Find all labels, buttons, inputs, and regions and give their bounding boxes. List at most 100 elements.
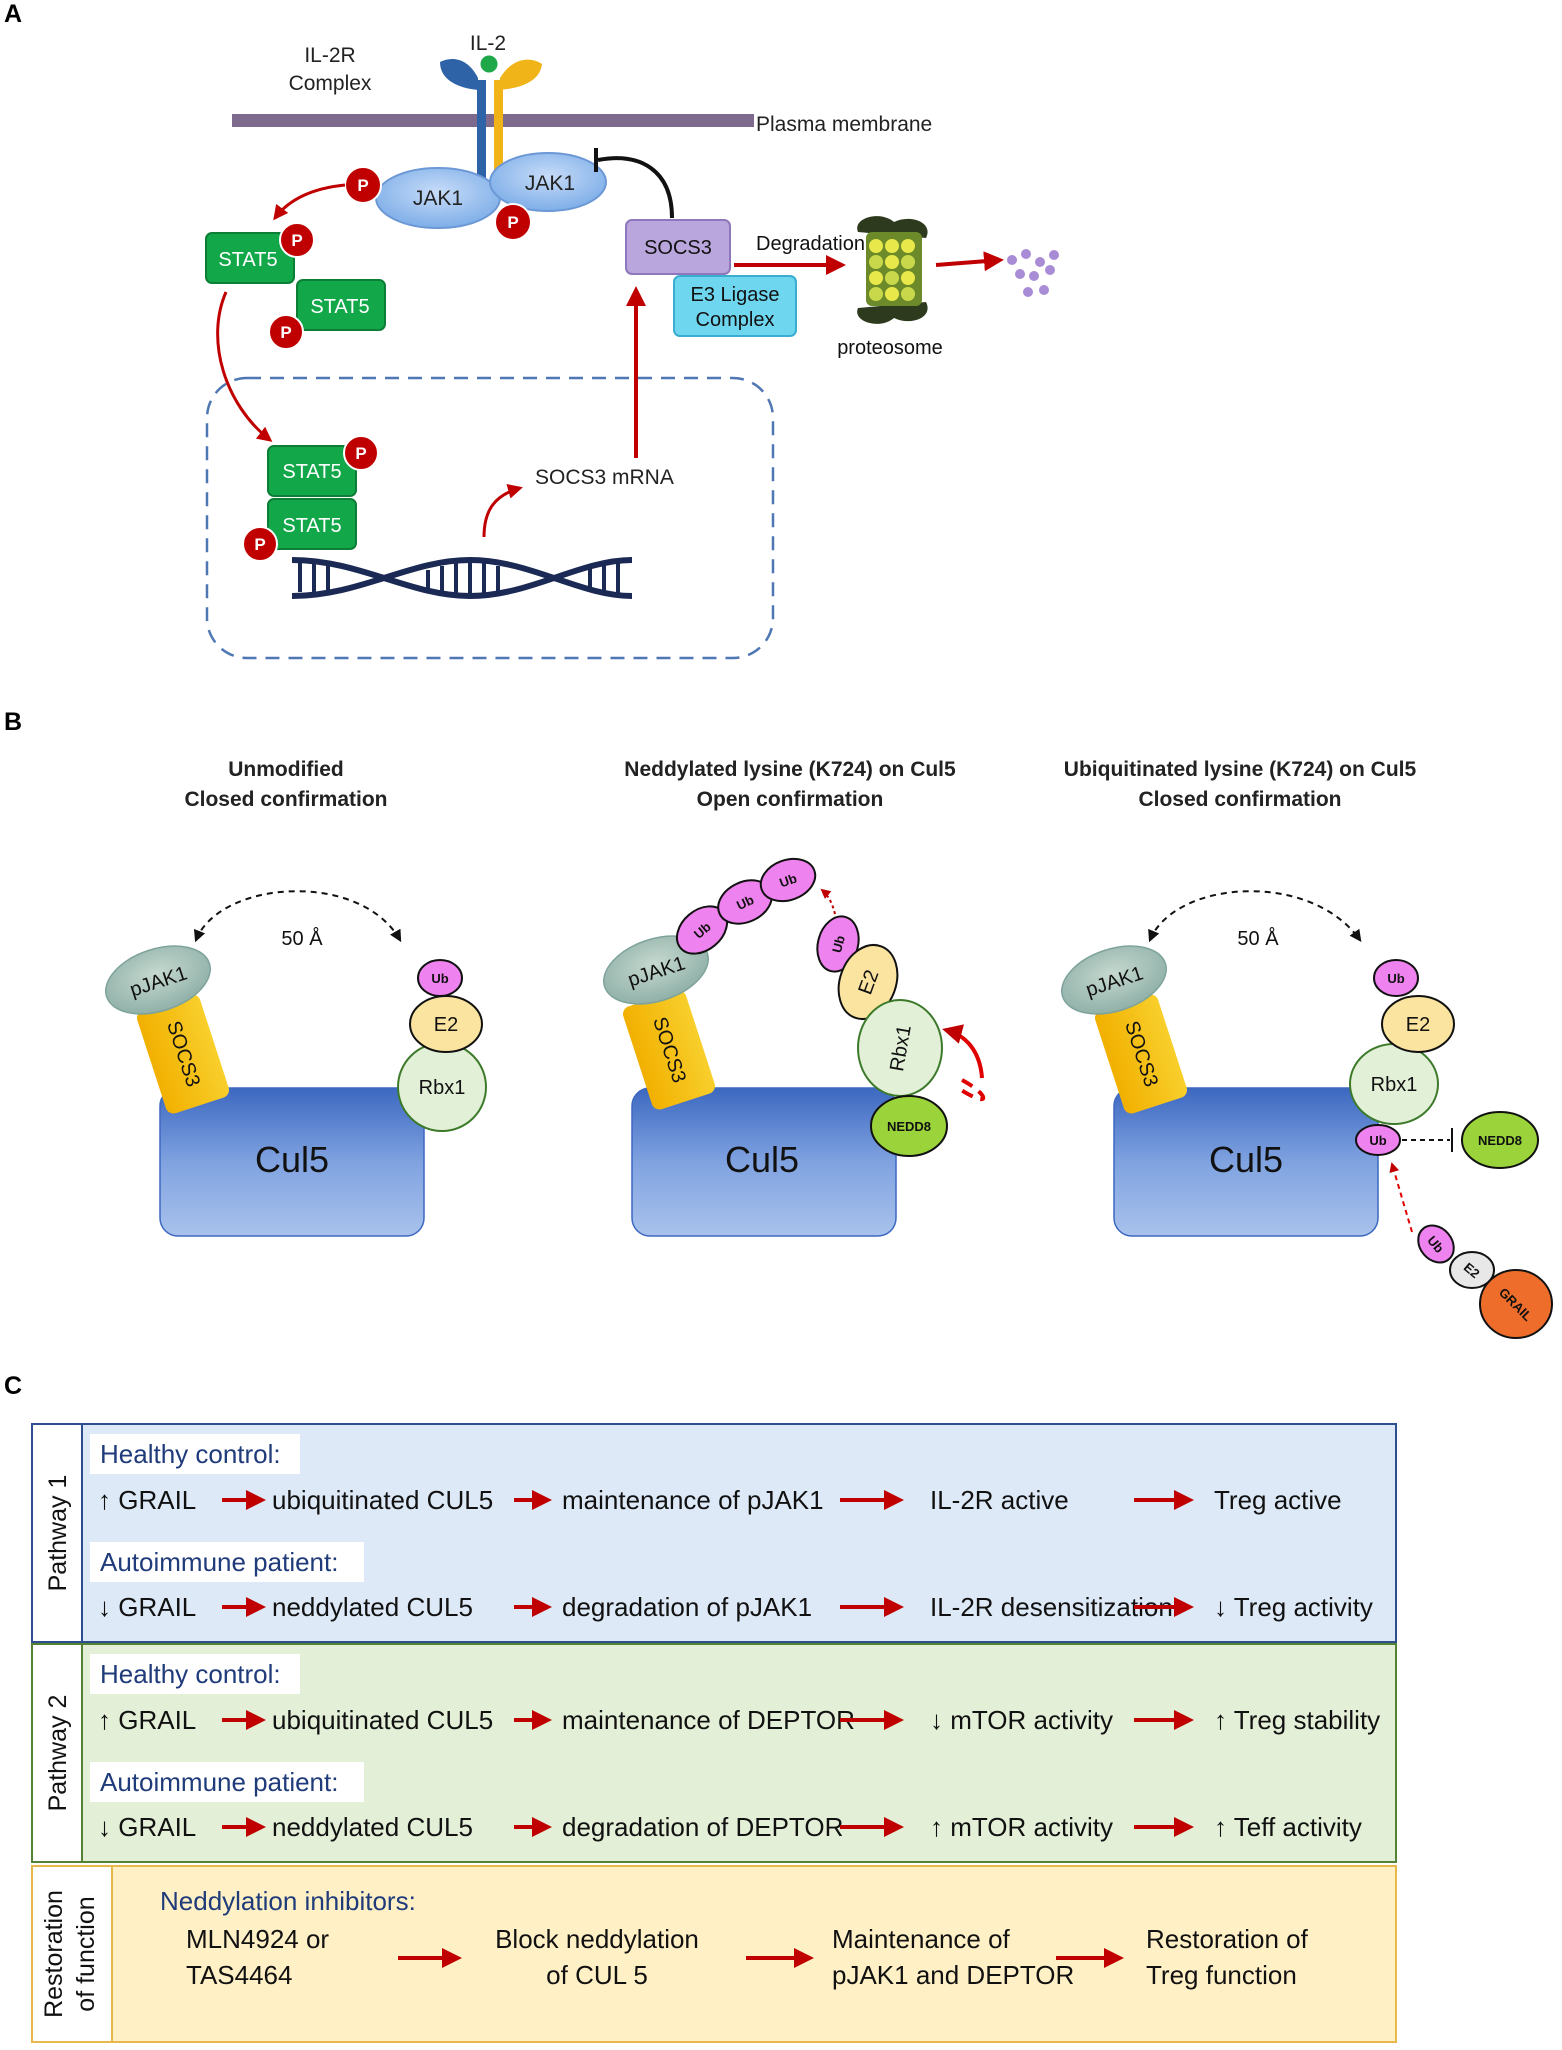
b-right-title-line1: Ubiquitinated lysine (K724) on Cul5 [1064,758,1417,781]
svg-text:P: P [355,444,366,463]
b-left-e2-label: E2 [434,1014,458,1036]
restoration-heading: Neddylation inhibitors: [160,1886,416,1916]
b-left-ub-label: Ub [431,971,448,986]
p1-healthy-tag-bg [90,1434,300,1474]
stat5-box-4 [267,498,357,550]
p2r1-cell-5: ↑ Treg stability [1214,1705,1380,1735]
p2-healthy-heading: Healthy control: [100,1659,281,1689]
stat5-box-2 [296,279,386,331]
proteasome [857,216,928,324]
restoration-col4-line2: Treg function [1146,1960,1297,1990]
p1r1-cell-2: ubiquitinated CUL5 [272,1485,493,1515]
p1r2-cell-1: ↓ GRAIL [98,1592,196,1622]
nucleus-region [205,376,775,660]
panel-label-a: A [4,0,22,28]
p2-healthy-tag-bg [90,1654,300,1694]
p2r1-cell-4: ↓ mTOR activity [930,1705,1113,1735]
jak1-right-label: JAK1 [525,172,575,195]
p1-autoimmune-tag-bg [90,1542,364,1582]
proteosome-label: proteosome [837,337,943,359]
phospho-jak1-left: P [344,166,382,204]
b-right-distance: 50 Å [1237,927,1279,950]
p2r2-cell-3: degradation of DEPTOR [562,1812,843,1842]
peptide-fragments [1007,249,1059,297]
socs3-box [625,219,731,275]
stat5-box-3 [267,445,357,497]
phospho-stat5-2: P [268,314,304,350]
il2r-label-line1: IL-2R [304,44,355,67]
p2r2-cell-5: ↑ Teff activity [1214,1812,1362,1842]
jak1-right [489,152,607,212]
il2-label: IL-2 [470,32,506,55]
b-mid-ub-e2: Ub [829,934,848,955]
socs3-inhibition-line [597,156,674,219]
phospho-jak1-right: P [494,203,532,241]
restoration-col1-line2: TAS4464 [186,1960,292,1990]
b-left-rbx1-label: Rbx1 [419,1077,466,1099]
arrow-peptides [935,251,1004,272]
arrow-jak-to-stat5 [273,183,346,221]
arrow-transcription [482,484,523,538]
b-left-title-line1: Unmodified [228,758,344,781]
p2-autoimmune-tag-bg [90,1762,364,1802]
stat5-label-1: STAT5 [218,249,277,271]
b-mid-complex: Cul5 SOCS3 pJAK1 Ub Ub Ub Ub E2 Rbx1 NED… [603,857,986,1237]
panel-label-c: C [4,1372,22,1400]
stat5-box-1 [205,232,295,284]
b-right-ub-top-label: Ub [1387,971,1404,986]
svg-text:P: P [280,323,291,342]
stat5-label-4: STAT5 [282,515,341,537]
b-mid-cul5-label: Cul5 [725,1139,799,1180]
panel-label-b: B [4,708,22,736]
b-left-complex: 50 Å Cul5 SOCS3 pJAK1 Rbx1 E2 Ub [105,890,487,1237]
il2-receptor [440,52,542,195]
svg-text:P: P [357,176,368,195]
restoration-col4-line1: Restoration of [1146,1924,1309,1954]
b-mid-title-line1: Neddylated lysine (K724) on Cul5 [624,758,956,781]
pathway1-label: Pathway 1 [44,1475,72,1592]
plasma-membrane [232,114,754,127]
degradation-label: Degradation [756,233,865,255]
p1r2-cell-4: IL-2R desensitization [930,1592,1173,1622]
p1-autoimmune-heading: Autoimmune patient: [100,1547,338,1577]
phospho-stat5-3: P [343,435,379,471]
phospho-stat5-4: P [242,526,278,562]
p2-autoimmune-heading: Autoimmune patient: [100,1767,338,1797]
il2r-label-line2: Complex [289,72,372,95]
plasma-membrane-label: Plasma membrane [756,113,932,136]
pathway2-label-cell [31,1643,83,1863]
phospho-stat5-1: P [279,222,315,258]
p2r1-cell-1: ↑ GRAIL [98,1705,196,1735]
restoration-col2-line2: of CUL 5 [546,1960,648,1990]
p2r2-cell-4: ↑ mTOR activity [930,1812,1113,1842]
b-mid-ub-chain-3: Ub [777,870,798,890]
b-mid-title-line2: Open confirmation [697,788,884,811]
b-right-rbx1-label: Rbx1 [1371,1074,1418,1096]
svg-text:P: P [291,231,302,250]
svg-text:P: P [254,535,265,554]
b-right-nedd8-label: NEDD8 [1478,1133,1522,1148]
b-right-e2-label: E2 [1406,1014,1430,1036]
stat5-label-2: STAT5 [310,296,369,318]
b-left-cul5-label: Cul5 [255,1139,329,1180]
b-right-cul5-label: Cul5 [1209,1139,1283,1180]
pathway2-label: Pathway 2 [44,1695,72,1812]
p2r1-cell-3: maintenance of DEPTOR [562,1705,855,1735]
restoration-col1-line1: MLN4924 or [186,1924,329,1954]
p1r2-cell-2: neddylated CUL5 [272,1592,473,1622]
restoration-col2-line1: Block neddylation [495,1924,699,1954]
b-left-title-line2: Closed confirmation [184,788,387,811]
b-right-complex: 50 Å Cul5 SOCS3 pJAK1 Rbx1 E2 Ub Ub NEDD… [1061,890,1553,1339]
p1r1-cell-5: Treg active [1214,1485,1342,1515]
b-mid-ub-chain-2: Ub [734,892,756,913]
pathway1-label-cell [31,1423,83,1643]
restoration-label-line2: of function [72,1896,100,2011]
b-left-distance: 50 Å [281,927,323,950]
p1r1-cell-3: maintenance of pJAK1 [562,1485,824,1515]
restoration-label-cell [31,1865,113,2043]
